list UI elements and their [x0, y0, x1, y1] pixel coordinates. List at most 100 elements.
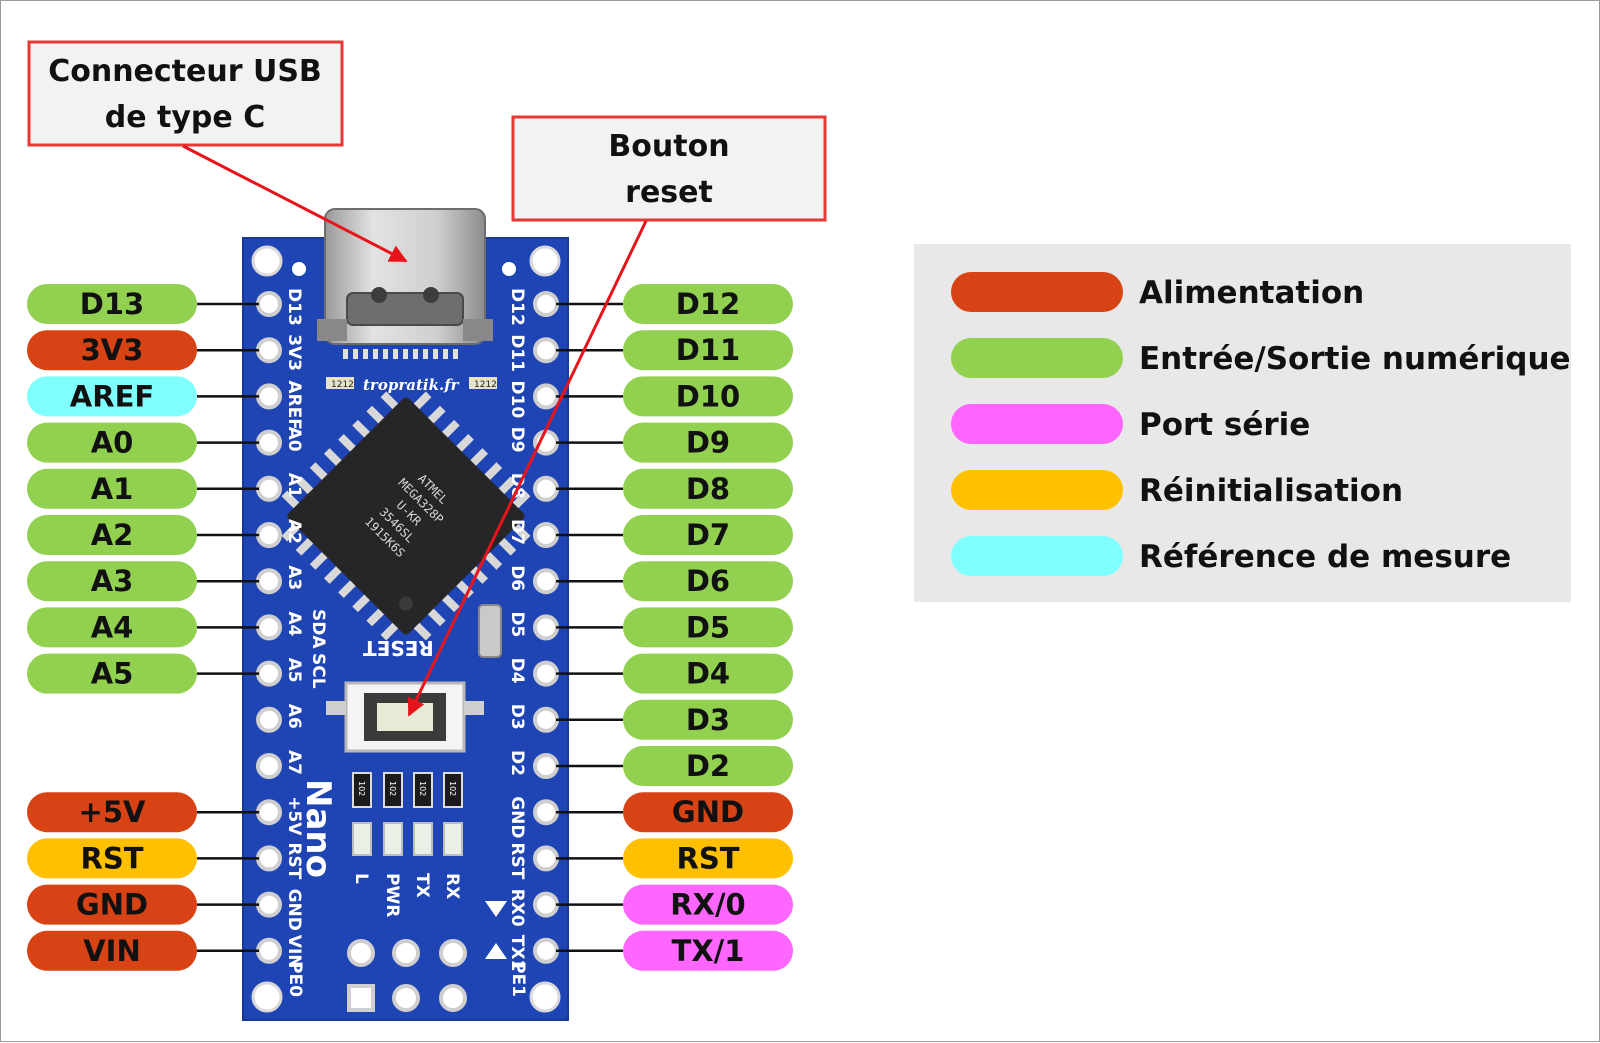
pin-label-text: RST [677, 841, 740, 875]
crystal [478, 604, 502, 658]
chip-pin [366, 607, 385, 627]
status-led [443, 822, 463, 856]
pin-label-text: 3V3 [81, 333, 144, 367]
legend-label: Alimentation [1139, 275, 1364, 311]
chip-pin [380, 391, 399, 410]
chip-pin [512, 523, 531, 542]
pin-label-pill [623, 330, 793, 371]
pin-silk-label: +5V [284, 796, 304, 836]
pin-header-hole [533, 706, 559, 733]
pin-label-pill [623, 376, 793, 417]
pin-header-hole [256, 475, 282, 502]
pin-label-text: RX/0 [670, 888, 745, 922]
chip-pin [483, 551, 503, 570]
status-led [383, 822, 403, 856]
pin-header-hole [533, 660, 559, 687]
pin-silk-label: GND [284, 889, 304, 931]
pin-silk-label: D10 [507, 380, 527, 418]
pin-label-pill [27, 468, 197, 509]
reset-silk: RESET [363, 636, 434, 660]
pin-label-pill [623, 422, 793, 463]
mounting-hole [529, 981, 561, 1013]
pin-label-text: D5 [686, 610, 730, 644]
resistor-code: 102 [388, 781, 397, 796]
icsp-header [347, 901, 507, 1012]
pin-silk-label: D11 [507, 334, 527, 372]
pin-header-hole [533, 475, 559, 502]
pin-silk-label: A0 [284, 427, 304, 452]
pin-header-hole [533, 522, 559, 548]
legend-label: Réinitialisation [1139, 473, 1403, 509]
pin-header-hole [256, 568, 282, 595]
pin-silk-label: RX0 [507, 889, 527, 927]
pin-label-pill [27, 515, 197, 555]
pin-label-text: D9 [686, 426, 730, 460]
pin-header-hole [256, 337, 282, 364]
reset-button[interactable] [326, 681, 484, 753]
chip-pin [441, 593, 460, 613]
chip-pin [352, 419, 371, 439]
smd-component [326, 377, 354, 389]
resistor-code: 102 [448, 781, 457, 796]
pin-header-hole [533, 937, 559, 964]
pin-label-text: D8 [686, 472, 730, 506]
pin-label-pill [623, 792, 793, 833]
pin-header-hole [533, 614, 559, 641]
pe0-silk: PE0 [285, 961, 305, 997]
pin-silk-label: GND [507, 796, 527, 838]
pin-label-pill [27, 561, 197, 602]
pin-silk-label: RST [284, 842, 304, 879]
pin-silk-label: A5 [284, 658, 304, 683]
mounting-hole [251, 245, 283, 277]
pin-label-text: A4 [91, 610, 134, 644]
mounting-hole [529, 245, 561, 277]
chip-pin [469, 448, 489, 467]
chip-pin [427, 405, 446, 425]
pin-label-text: A0 [91, 426, 134, 460]
pin-label-pill [27, 653, 197, 694]
chip-pin [380, 622, 399, 641]
pin-label-text: GND [76, 888, 148, 922]
pin-header-hole [533, 845, 559, 872]
via [292, 262, 306, 276]
pin-label-text: D4 [686, 657, 730, 691]
pin-label-pill [623, 468, 793, 509]
chip-pin [323, 565, 343, 584]
pin-label-pill [27, 330, 197, 371]
pin-label-pill [27, 376, 197, 417]
pin-silk-label: TX1 [507, 935, 527, 972]
chip-pin [441, 419, 460, 439]
chip-pin [512, 490, 531, 509]
brand-label: tropratik.fr [363, 376, 460, 394]
pe1-silk: PE1 [508, 961, 528, 997]
sda-silk: SDA [308, 609, 328, 649]
led-label: PWR [382, 873, 402, 917]
pin-silk-label: D4 [507, 658, 527, 684]
usb-callout-line2: de type C [105, 100, 265, 135]
pin-header-hole [256, 799, 282, 826]
pin-label-pill [27, 792, 197, 833]
pin-label-pill [623, 653, 793, 694]
pin-header-hole [533, 753, 559, 779]
legend-label: Port série [1139, 407, 1310, 443]
smd-code: 1212 [474, 380, 497, 390]
chip-pin [338, 433, 357, 453]
pin-silk-label: D7 [507, 519, 527, 545]
pin-header-hole [256, 891, 282, 918]
legend-label: Référence de mesure [1139, 539, 1511, 575]
pin-label-pill [27, 930, 197, 971]
chip-pin [309, 462, 329, 481]
pin-silk-label: D5 [507, 611, 527, 637]
resistor-code: 102 [418, 781, 427, 796]
pin-label-text: D13 [80, 287, 144, 321]
pin-silk-label: RST [507, 842, 527, 879]
pin-header-hole [256, 660, 282, 687]
chip-pin [497, 476, 517, 495]
pin-label-pill [27, 422, 197, 463]
pin-silk-label: A2 [284, 519, 304, 544]
chip-pin [413, 391, 432, 410]
